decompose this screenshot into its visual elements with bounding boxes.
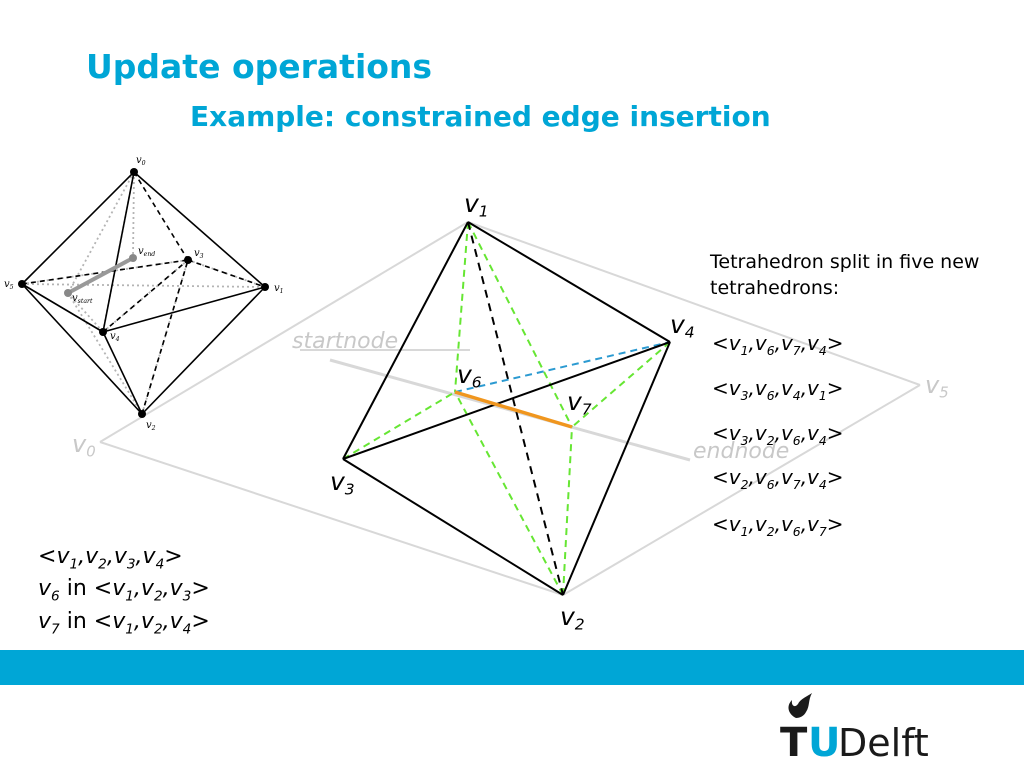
tet5-b: v2	[754, 512, 775, 539]
rel2-vertex: v6	[38, 576, 60, 605]
small-label-v0: v0	[136, 155, 146, 167]
small-octahedron	[18, 168, 269, 418]
small-label-vend: vend	[138, 246, 155, 258]
main-tetrahedron	[342, 221, 671, 596]
logo-t: T	[780, 720, 808, 762]
tet5-c: v6	[780, 512, 801, 539]
tet2-d: v1	[807, 376, 827, 403]
small-label-v3: v3	[194, 248, 204, 260]
relation-v7: v7 in <v1,v2,v4>	[38, 608, 210, 638]
tet5-d: v7	[807, 512, 827, 539]
rel1-d: v4	[142, 544, 165, 573]
tet4-d: v4	[807, 465, 827, 492]
rel3-a: v1	[112, 608, 134, 638]
rel2-b: v2	[140, 576, 163, 605]
flame-icon	[788, 693, 812, 718]
vertex-relations: <v1,v2,v3,v4> v6 in <v1,v2,v3> v7 in <v1…	[38, 542, 210, 639]
tet3-d: v4	[807, 421, 827, 448]
main-label-v5: v5	[925, 371, 949, 401]
small-label-v2: v2	[146, 420, 156, 432]
tet3-b: v2	[754, 421, 775, 448]
tet4-a: v2	[728, 465, 749, 492]
main-label-v1: v1	[464, 189, 489, 221]
relation-v6: v6 in <v1,v2,v3>	[38, 576, 210, 605]
relation-original-tet: <v1,v2,v3,v4>	[38, 544, 183, 573]
tet4-b: v6	[754, 465, 775, 492]
small-label-v4: v4	[110, 331, 120, 343]
tet3-c: v6	[780, 421, 801, 448]
small-label-v1: v1	[274, 283, 284, 295]
tet2-c: v4	[780, 376, 801, 403]
tet1-d: v4	[807, 331, 827, 358]
rel2-a: v1	[112, 576, 134, 605]
main-label-v0: v0	[72, 430, 96, 460]
rel3-vertex: v7	[38, 608, 60, 638]
tet4-c: v7	[780, 465, 801, 492]
endnode-label: endnode	[693, 439, 789, 464]
diagram-canvas: startnode endnode v0 v5 v1 v4	[4, 155, 949, 634]
rel3-c: v4	[169, 608, 192, 638]
main-label-v3: v3	[330, 467, 355, 499]
rel2-word: in	[66, 576, 87, 602]
small-vertex-vend	[129, 254, 137, 262]
tet1-c: v7	[780, 331, 801, 358]
small-vertex-vstart	[64, 289, 72, 297]
small-label-vstart: vstart	[72, 293, 93, 305]
slide-subtitle: Example: constrained edge insertion	[190, 100, 771, 133]
small-vertex-v2	[138, 410, 146, 418]
tetrahedron-1: <v1,v6,v7,v4>	[712, 331, 844, 358]
tet2-b: v6	[754, 376, 775, 403]
rel1-c: v3	[113, 544, 136, 573]
rel2-c: v3	[169, 576, 192, 605]
rel1-b: v2	[85, 544, 107, 573]
tet1-a: v1	[728, 331, 749, 358]
split-description: Tetrahedron split in five new tetrahedro…	[710, 251, 980, 299]
main-label-v4: v4	[670, 310, 695, 342]
tetrahedron-4: <v2,v6,v7,v4>	[712, 465, 844, 492]
main-label-v7: v7	[567, 387, 592, 419]
tet5-a: v1	[728, 512, 749, 539]
small-vertex-v5	[18, 280, 26, 288]
small-label-v5: v5	[4, 279, 14, 291]
logo-delft: Delft	[838, 721, 929, 762]
main-label-v6: v6	[457, 360, 482, 392]
tet3-a: v3	[728, 421, 749, 448]
tetrahedron-3: <v3,v2,v6,v4>	[712, 421, 844, 448]
tudelft-logo: T U Delft	[780, 693, 929, 762]
rel3-b: v2	[140, 608, 163, 638]
tet2-a: v3	[728, 376, 749, 403]
tet1-b: v6	[754, 331, 775, 358]
main-label-v2: v2	[560, 602, 585, 634]
footer-band	[0, 650, 1024, 685]
tetrahedron-5: <v1,v2,v6,v7>	[712, 512, 844, 539]
logo-u: U	[808, 720, 840, 762]
tetrahedron-2: <v3,v6,v4,v1>	[712, 376, 844, 403]
rel3-word: in	[66, 608, 87, 634]
small-vertex-v4	[99, 328, 107, 336]
rel1-a: v1	[56, 544, 79, 573]
background-octahedron	[99, 221, 921, 596]
slide-title: Update operations	[86, 47, 433, 86]
small-vertex-v3	[184, 256, 192, 264]
small-vertex-v1	[261, 283, 269, 291]
startnode-label: startnode	[292, 329, 398, 354]
small-vertex-v0	[130, 168, 138, 176]
